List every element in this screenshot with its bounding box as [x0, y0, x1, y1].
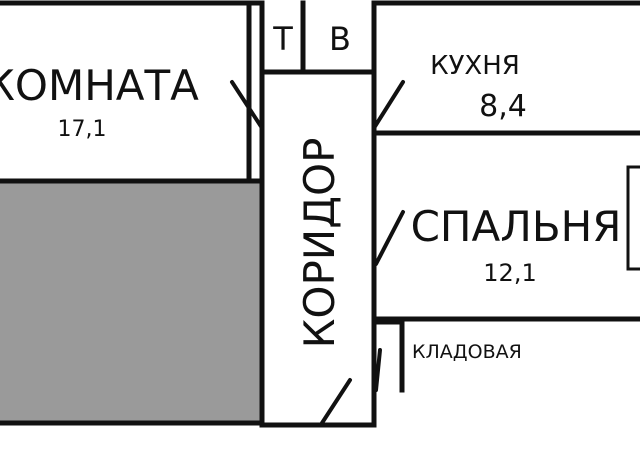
- door-kitchen: [372, 80, 405, 130]
- shaded-area: [0, 183, 260, 421]
- kitchen-area: 8,4: [479, 89, 527, 124]
- door-living-room: [230, 80, 264, 130]
- living-room-label: КОМНАТА: [0, 61, 199, 110]
- window: [626, 165, 640, 271]
- doors: [230, 80, 405, 425]
- door-storage: [374, 348, 382, 392]
- bathroom-label: В: [329, 20, 351, 58]
- storage-label: КЛАДОВАЯ: [412, 341, 522, 363]
- toilet-label: Т: [272, 20, 293, 58]
- door-bedroom: [374, 210, 405, 266]
- corridor-label: КОРИДОР: [295, 138, 344, 349]
- walls: [0, 0, 640, 428]
- kitchen-label: КУХНЯ: [430, 51, 520, 81]
- bedroom-label: СПАЛЬНЯ: [411, 202, 622, 251]
- living-room-area: 17,1: [58, 117, 107, 142]
- door-corridor: [320, 378, 352, 425]
- bedroom-area: 12,1: [483, 259, 536, 287]
